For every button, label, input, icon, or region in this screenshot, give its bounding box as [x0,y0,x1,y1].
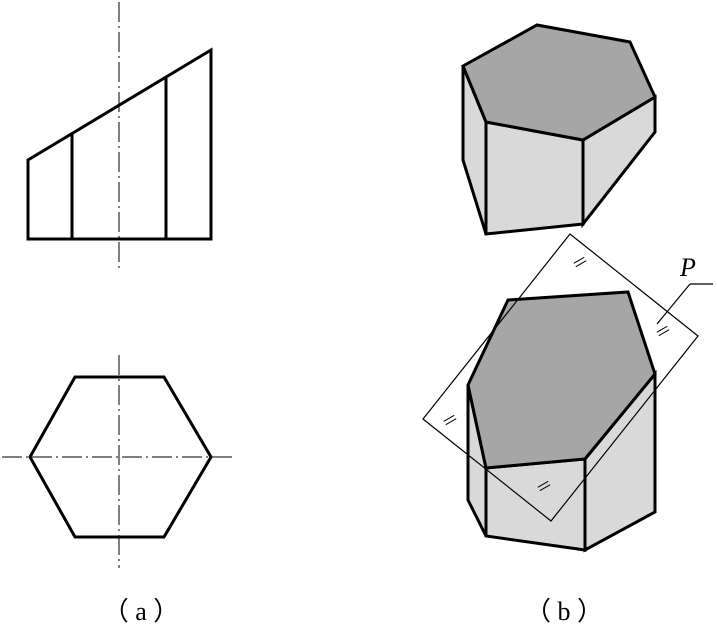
lower-prism-side-front [484,457,587,552]
cutting-plane: P [422,233,713,522]
front-view-outline [26,47,213,241]
plane-label-leader [656,283,691,325]
caption-a: （ a ） [103,597,180,626]
plane-label: P [679,253,696,282]
upper-prism [461,23,657,236]
plane-hatch-marks [443,256,670,492]
top-view-hexagon [28,375,213,539]
cutting-plane-outline [422,233,699,522]
lower-prism [466,290,657,553]
front-view [26,2,213,268]
upper-prism-top-face [461,23,657,142]
caption-b: （ b ） [525,597,603,626]
lower-prism-section-face [466,290,657,470]
top-view [2,355,232,568]
